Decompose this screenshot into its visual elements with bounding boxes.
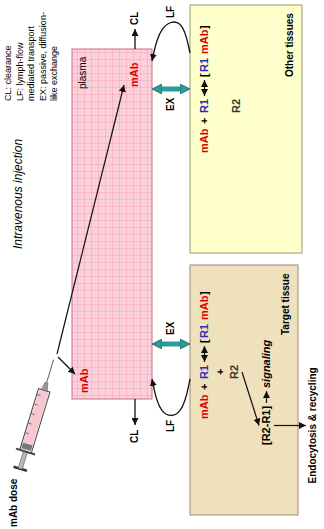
operator-symbol: + [198, 118, 211, 124]
operator-symbol: [ [198, 73, 211, 77]
reaction-arrow [266, 391, 267, 403]
dose-label: mAb dose [8, 479, 20, 527]
abbreviation-note: CL: clearance [3, 7, 14, 101]
diagram-title: Intravenous injection [12, 139, 26, 249]
antibody-label: mAb [78, 369, 91, 393]
clearance-arrow [134, 399, 135, 425]
reaction-arrow [274, 425, 306, 426]
edge-label: EX [165, 98, 177, 111]
reaction-arrow [204, 80, 205, 96]
clearance-arrow [134, 29, 135, 49]
abbreviation-note: LF: lymph-flow mediated transport [15, 7, 37, 101]
exchange-arrow [159, 342, 183, 347]
clearance-label: CL [129, 430, 141, 443]
lymph-flow-arrow [152, 22, 190, 61]
clearance-label: CL [129, 12, 141, 25]
antibody-label: mAb [198, 395, 211, 419]
compartment-name: Other tissues [284, 13, 296, 77]
operator-symbol: ] [198, 291, 211, 295]
operator-symbol: [ [198, 339, 211, 343]
receptor-label: R1 [198, 99, 211, 113]
reaction-arrow [204, 346, 205, 362]
compartment-name: plasma [77, 57, 89, 89]
reaction-arrow [242, 372, 259, 426]
edge-label: LF [165, 420, 177, 432]
antibody-label: mAb [198, 129, 211, 153]
receptor-label: R2 [230, 99, 243, 113]
edge-label: EX [165, 322, 177, 335]
receptor-label: R2 [228, 365, 241, 379]
operator-symbol: ] [198, 25, 211, 29]
antibody-label: mAb [198, 296, 211, 320]
receptor-label: R1 [198, 324, 211, 338]
operator-symbol: + [198, 384, 211, 390]
abbreviation-note: EX: passive, diffusion-like exchange [38, 7, 60, 101]
operator-symbol: + [214, 369, 227, 375]
plasma-compartment: plasma mAb mAb [72, 49, 152, 399]
lymph-flow-arrow [152, 379, 190, 415]
process-label: Endocytosis & recycling [307, 367, 319, 483]
injection-arrow [57, 85, 124, 354]
injection-arrow [58, 357, 75, 374]
antibody-label: mAb [198, 30, 211, 54]
compartment-shape [190, 265, 298, 515]
compartment-shape [72, 49, 152, 399]
target-tissue-box: mAb+R1[R1mAb]+R2[R2-R1]signalingTarget t… [190, 265, 298, 515]
exchange-arrow [159, 87, 183, 92]
compartment-shape [190, 5, 302, 253]
other-tissues-box: mAb+R1[R1mAb]R2Other tissues [190, 5, 302, 253]
compartment-name: Target tissue [280, 274, 292, 336]
operator-symbol: [R2-R1] [260, 406, 273, 445]
process-label: signaling [260, 340, 273, 388]
antibody-label: mAb [128, 63, 141, 87]
receptor-label: R1 [198, 58, 211, 72]
edge-label: LF [165, 6, 177, 18]
syringe-illustration [11, 357, 63, 472]
receptor-label: R1 [198, 365, 211, 379]
